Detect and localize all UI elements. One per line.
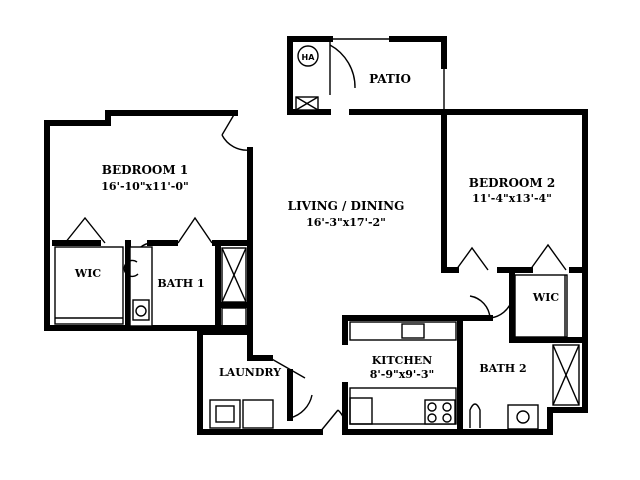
patio-details: HA	[295, 38, 445, 112]
bedroom2-dims: 11'-4"x13'-4"	[472, 192, 552, 205]
wic1-label: WIC	[74, 267, 101, 280]
living-dining-label: LIVING / DINING	[288, 199, 405, 213]
kitchen-dims: 8'-9"x9'-3"	[370, 368, 435, 381]
bedroom1-label: BEDROOM 1	[102, 163, 188, 177]
room-labels: PATIO BEDROOM 1 16'-10"x11'-0" LIVING / …	[74, 72, 559, 381]
washer	[209, 399, 241, 429]
exterior-walls	[44, 36, 588, 435]
living-dining-dims: 16'-3"x17'-2"	[306, 216, 386, 229]
interior-walls	[52, 109, 588, 435]
bedroom1-dims: 16'-10"x11'-0"	[101, 180, 188, 193]
wic1-shelf	[54, 246, 124, 325]
kitchen-label: KITCHEN	[372, 354, 432, 367]
kitchen-counter-upper	[349, 321, 457, 341]
bath2-toilet	[507, 404, 539, 430]
kitchen-sink	[401, 323, 425, 339]
bedroom2-label: BEDROOM 2	[469, 176, 555, 190]
doors	[64, 112, 567, 433]
wic2-label: WIC	[532, 291, 559, 304]
fixtures	[54, 246, 580, 430]
hvac-label: HA	[302, 53, 316, 62]
laundry-label: LAUNDRY	[219, 366, 281, 379]
dryer	[242, 399, 274, 429]
hvac-unit-icon	[297, 45, 319, 67]
bath2-label: BATH 2	[479, 362, 526, 375]
fridge	[349, 397, 373, 425]
patio-label: PATIO	[369, 72, 411, 86]
bath1-label: BATH 1	[157, 277, 204, 290]
